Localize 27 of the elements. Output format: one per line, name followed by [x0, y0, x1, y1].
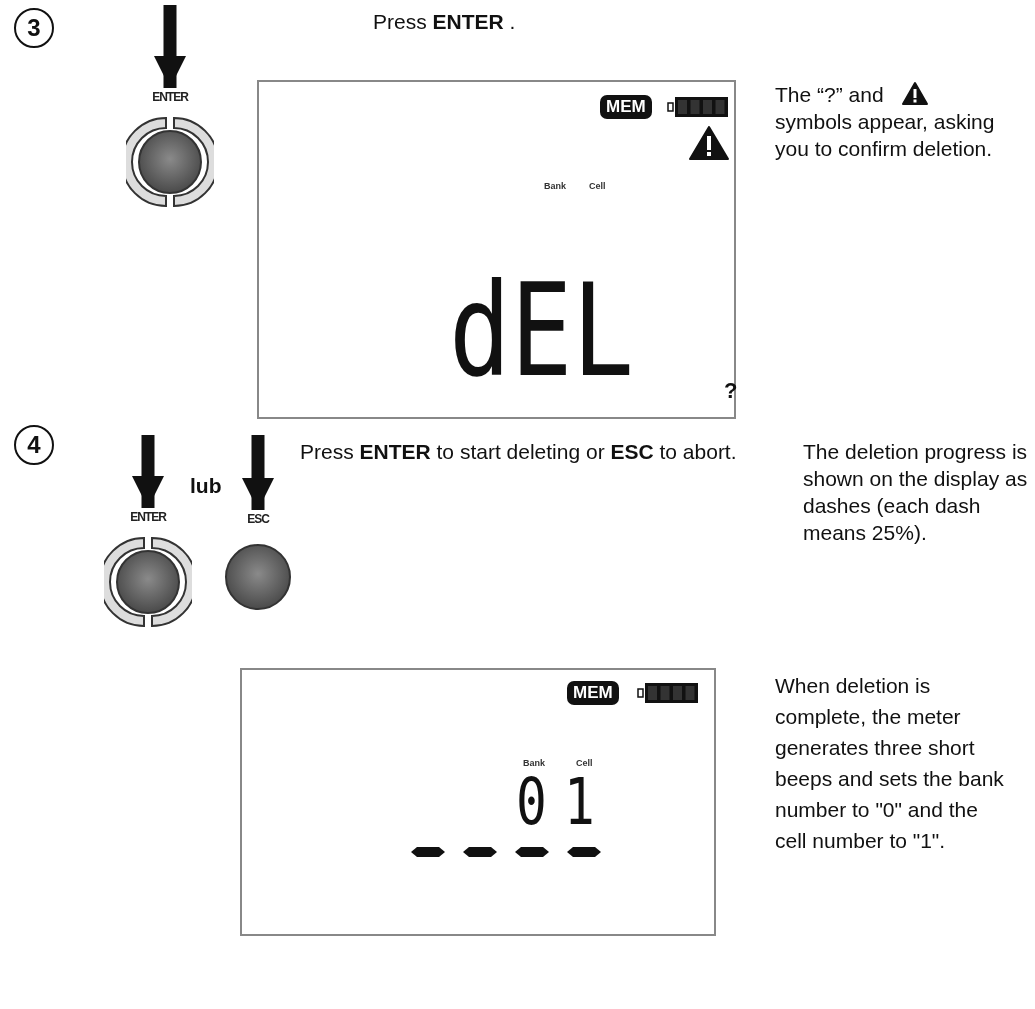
- display-readout: dEL: [449, 267, 634, 395]
- display-readout: 1: [564, 770, 595, 834]
- step-number: 3: [14, 8, 54, 48]
- step-number: 4: [14, 425, 54, 465]
- description-text: When deletion is complete, the meter generates three short beeps and sets the bank number to "0" and the cell number to "1".: [775, 673, 1005, 854]
- button-label: ENTER: [151, 90, 190, 104]
- instruction-text: Press ENTER to start deleting or ESC to abort.: [300, 439, 738, 465]
- description-text: symbols appear, asking you to confirm deletion.: [775, 109, 996, 162]
- display-label: Cell: [589, 181, 606, 191]
- display-label: Bank: [544, 181, 566, 191]
- question-mark: ?: [724, 378, 738, 404]
- button-label: ESC: [246, 512, 271, 526]
- lcd-screen: [240, 668, 716, 936]
- display-label: Bank: [523, 758, 545, 768]
- press-arrow: [242, 435, 274, 510]
- press-arrow: [154, 5, 186, 88]
- mem-indicator: MEM: [600, 95, 652, 119]
- button-label: ENTER: [129, 510, 168, 524]
- lcd-screen: [257, 80, 736, 419]
- mem-indicator: MEM: [567, 681, 619, 705]
- display-readout: 0: [516, 770, 547, 834]
- display-label: Cell: [576, 758, 593, 768]
- description-text: The “?” and: [775, 82, 885, 108]
- instruction-text: Press ENTER .: [373, 9, 517, 35]
- description-text: The deletion progress is shown on the display as dashes (each dash means 25%).: [803, 439, 1029, 546]
- connector-word: lub: [190, 473, 222, 499]
- press-arrow: [132, 435, 164, 508]
